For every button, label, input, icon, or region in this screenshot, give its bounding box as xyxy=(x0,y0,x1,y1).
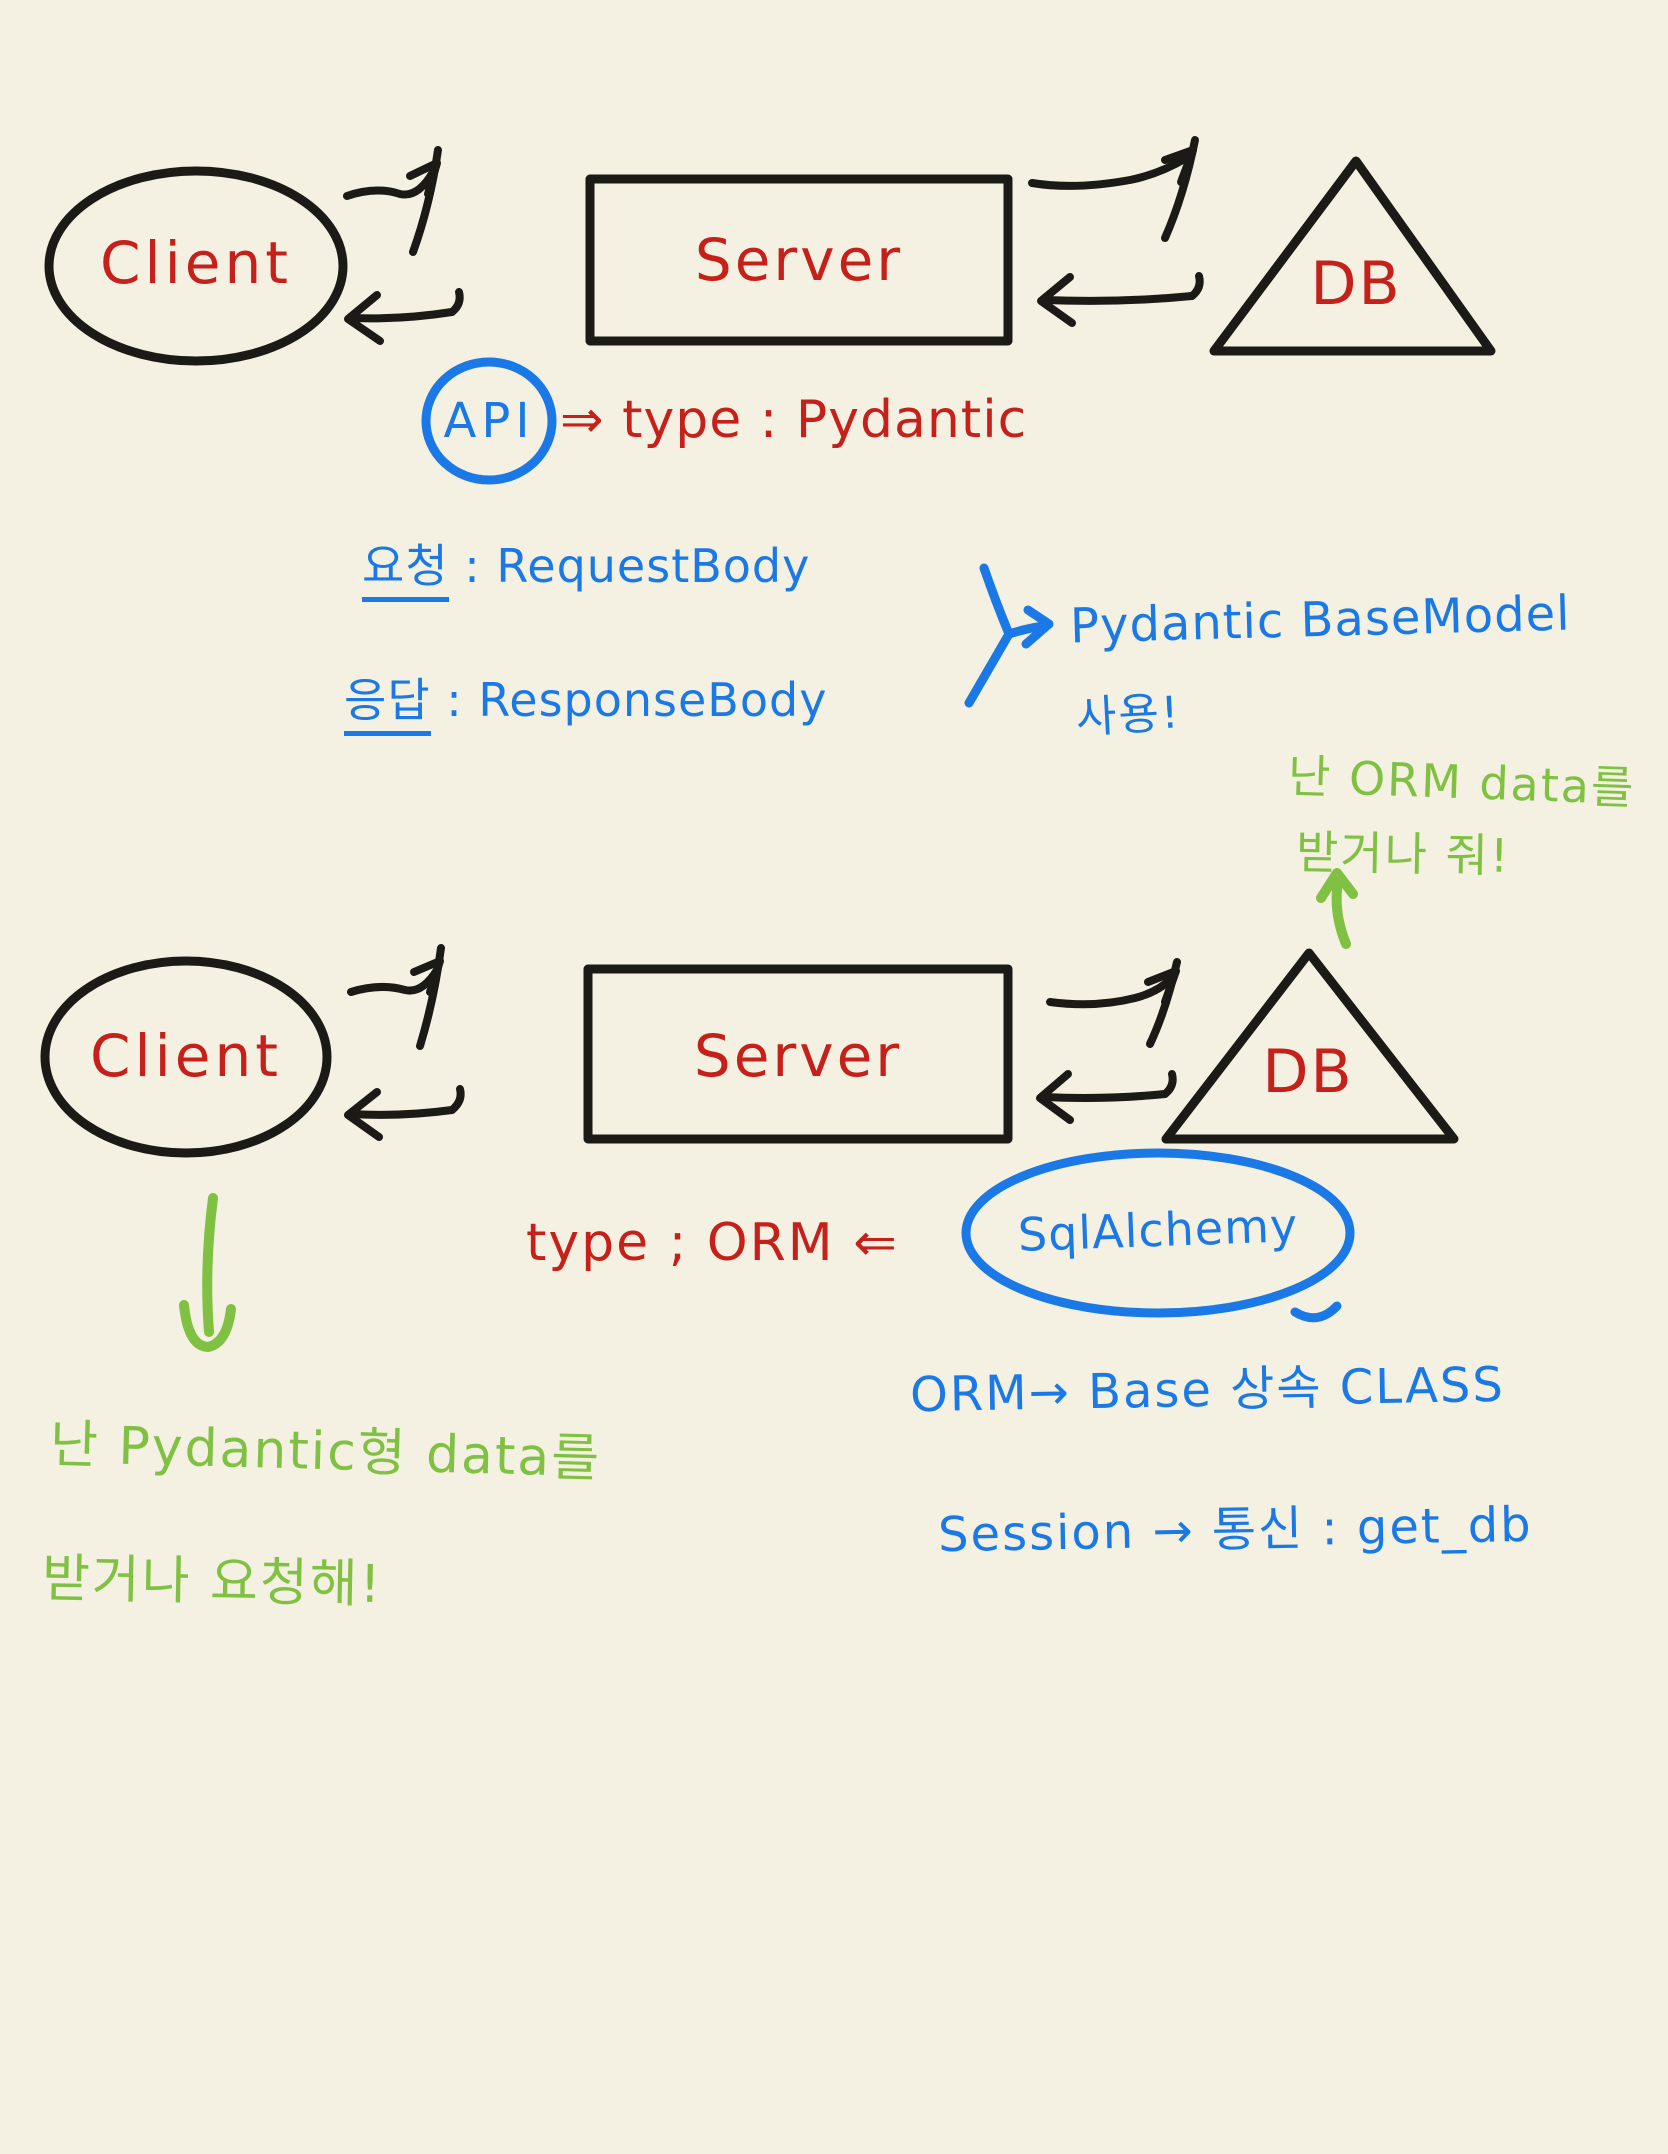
orm-note: ORM→ Base 상속 CLASS xyxy=(909,1356,1506,1424)
top-db-to-server-arrowhead xyxy=(1037,273,1076,327)
top-server-label: Server xyxy=(694,226,904,294)
bottom-server-box xyxy=(583,964,1013,1144)
top-client-label: Client xyxy=(100,229,292,297)
db-quote-up-arrow xyxy=(1331,877,1351,949)
bottom-server-to-db-arrow-hook xyxy=(1146,958,1181,1048)
top-type-note: ⇒ type : Pydantic xyxy=(560,390,1028,450)
bottom-db-label: DB xyxy=(1262,1037,1354,1107)
basemodel-fork-upper xyxy=(979,563,1014,639)
bottom-server-label: Server xyxy=(693,1022,903,1090)
bottom-client-to-server-arrow-hook xyxy=(416,944,445,1050)
top-server-to-client-arrow-curl xyxy=(448,288,464,316)
top-server-to-client-arrowhead xyxy=(344,291,384,345)
bottom-client-to-server-arrow xyxy=(347,966,441,996)
request-line: 요청 : RequestBody xyxy=(362,539,810,602)
basemodel-use-note: 사용! xyxy=(1074,687,1182,744)
client-quote-line1: 난 Pydantic형 data를 xyxy=(49,1414,602,1490)
bottom-server-to-db-arrow xyxy=(1046,974,1176,1009)
basemodel-fork-arrowhead xyxy=(1021,605,1054,649)
session-note: Session → 통신 : get_db xyxy=(937,1496,1534,1564)
top-server-to-db-arrow xyxy=(1028,153,1192,190)
sqlalchemy-circle-tail xyxy=(1290,1301,1342,1323)
bottom-client-ellipse xyxy=(40,956,332,1158)
api-label: API xyxy=(443,393,535,449)
top-db-label: DB xyxy=(1310,249,1402,319)
client-quote-line2: 받거나 요청해! xyxy=(41,1549,383,1615)
top-server-to-client-arrow xyxy=(348,308,456,323)
bottom-client-label: Client xyxy=(90,1022,282,1090)
client-quote-down-arrow xyxy=(202,1193,218,1337)
basemodel-fork-lower xyxy=(964,629,1014,708)
response-line: 응답 : ResponseBody xyxy=(344,673,827,736)
top-db-to-server-arrow xyxy=(1041,292,1196,305)
sqlalchemy-circle xyxy=(961,1148,1355,1318)
bottom-server-to-client-arrow-curl xyxy=(448,1085,465,1114)
top-server-to-db-arrow-hook xyxy=(1161,136,1199,242)
bottom-type-note: type ; ORM ⇐ xyxy=(526,1213,899,1273)
response-ko-label: 응답 xyxy=(344,673,431,736)
db-quote-up-arrowhead xyxy=(1316,868,1358,903)
bottom-server-to-client-arrowhead xyxy=(344,1088,383,1141)
top-client-ellipse xyxy=(44,166,348,366)
client-quote-down-arrowhead xyxy=(179,1300,236,1352)
top-client-to-server-arrow xyxy=(343,168,437,200)
request-ko-label: 요청 xyxy=(362,539,449,602)
db-quote-line2: 받거나 줘! xyxy=(1295,825,1511,883)
db-quote-line1: 난 ORM data를 xyxy=(1287,748,1637,816)
bottom-db-to-server-arrow xyxy=(1040,1090,1169,1102)
bottom-db-to-server-arrowhead xyxy=(1036,1070,1074,1124)
sqlalchemy-label: SqlAlchemy xyxy=(1017,1198,1299,1262)
top-db-triangle xyxy=(1209,156,1496,356)
top-db-to-server-arrow-curl xyxy=(1188,272,1204,300)
top-client-to-server-arrow-hook xyxy=(409,146,442,256)
api-circle xyxy=(421,357,557,485)
top-server-box xyxy=(585,174,1013,346)
response-rest-label: : ResponseBody xyxy=(430,673,828,727)
request-rest-label: : RequestBody xyxy=(448,539,811,593)
bottom-db-to-server-arrow-curl xyxy=(1161,1070,1177,1098)
bottom-server-to-client-arrow xyxy=(347,1106,456,1119)
basemodel-note: Pydantic BaseModel xyxy=(1069,585,1572,655)
bottom-db-triangle xyxy=(1161,948,1459,1144)
